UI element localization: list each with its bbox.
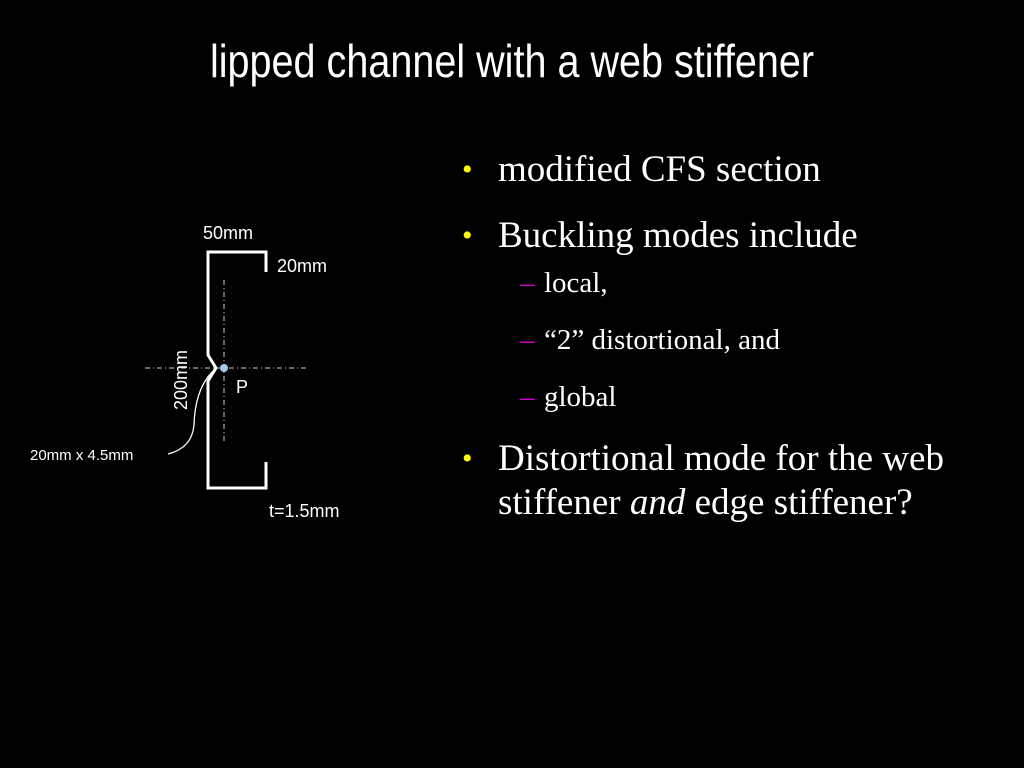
bullet-text-3b: edge stiffener? [685, 482, 913, 523]
point-label: P [236, 377, 248, 397]
channel-outline [206, 250, 268, 490]
bullet-dot: • [462, 219, 473, 252]
sub-bullet-text-3: global [544, 381, 617, 413]
bullet-text-3-emphasis: and [629, 482, 686, 523]
sub-bullet-dash: – [520, 267, 535, 299]
bullet-text-1: modified CFS section [498, 149, 821, 190]
thickness-label: t=1.5mm [269, 501, 340, 521]
sub-bullet-dash: – [520, 381, 535, 413]
bullet-item-2: • Buckling modes include [460, 214, 1000, 258]
lip-length-label: 20mm [277, 256, 327, 276]
channel-section-diagram: 50mm 20mm 200mm P 20mm x 4.5mm t=1.5mm [30, 223, 340, 521]
bullet-dot: • [462, 442, 473, 475]
bullet-text-2: Buckling modes include [498, 215, 858, 256]
bullet-list: • modified CFS section • Buckling modes … [460, 148, 1000, 547]
sub-bullet-item-1: – local, [460, 266, 1000, 300]
stiffener-leader-line [167, 371, 213, 455]
sub-bullet-dash: – [520, 324, 535, 356]
sub-bullet-list: – local, – “2” distortional, and – globa… [460, 266, 1000, 414]
stiffener-size-label: 20mm x 4.5mm [30, 447, 133, 464]
bullet-item-1: • modified CFS section [460, 148, 1000, 192]
sub-bullet-item-3: – global [460, 380, 1000, 414]
sub-bullet-text-1: local, [544, 267, 608, 299]
bullet-dot: • [462, 153, 473, 186]
sub-bullet-text-2: “2” distortional, and [544, 324, 780, 356]
flange-width-label: 50mm [203, 223, 253, 243]
bullet-item-3: • Distortional mode for the web stiffene… [460, 437, 1000, 525]
point-marker [220, 364, 228, 372]
bullet-text-3a: Distortional mode for the web stiffener [498, 438, 944, 523]
sub-bullet-item-2: – “2” distortional, and [460, 323, 1000, 357]
slide-title: lipped channel with a web stiffener [209, 35, 815, 87]
web-depth-label: 200mm [171, 350, 191, 410]
